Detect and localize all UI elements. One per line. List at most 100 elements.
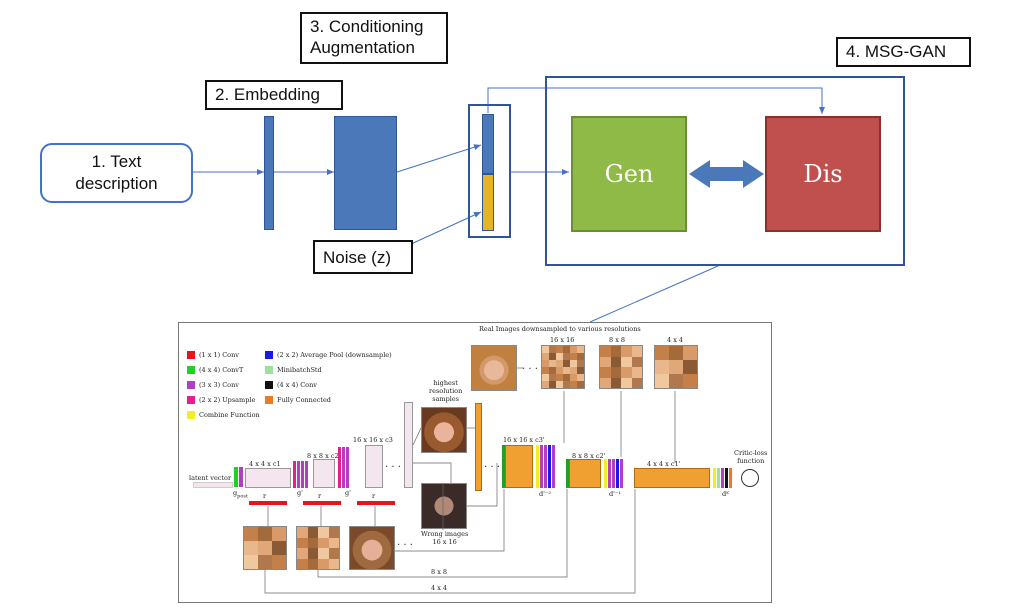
dis-4-b <box>717 468 720 488</box>
real-face-8 <box>599 345 643 389</box>
conditioning-text: 3. Conditioning Augmentation <box>310 17 424 57</box>
dis-8-c <box>612 459 615 488</box>
dis-block-4-label: 4 x 4 x c1' <box>647 460 681 468</box>
highest-res-label: highest resolution samples <box>429 379 463 403</box>
msg-gan-frame <box>545 76 905 266</box>
dis-8-e <box>620 459 623 488</box>
msg-gan-architecture-figure: Real Images downsampled to various resol… <box>178 322 772 603</box>
conditioning-frame <box>468 104 511 238</box>
r-conv-2 <box>303 501 341 505</box>
d-label-3: dᴷ <box>722 490 730 498</box>
ellipsis-gen: . . . <box>385 459 401 470</box>
noise-label: Noise (z) <box>313 240 413 274</box>
dis-combine-16 <box>502 445 505 488</box>
dis-combine-8 <box>566 459 569 488</box>
legend-swatch <box>265 351 273 359</box>
legend-label: (1 x 1) Conv <box>199 351 239 359</box>
legend-label: (4 x 4) ConvT <box>199 366 244 374</box>
text-description-box: 1. Text description <box>40 143 193 203</box>
res-label-4: 4 x 4 <box>667 336 684 344</box>
g-prime-2: g' <box>345 489 351 497</box>
legend-swatch <box>187 396 195 404</box>
conditioning-label: 3. Conditioning Augmentation <box>300 12 448 64</box>
gen-block-4 <box>245 468 291 488</box>
critic-label: Critic-loss function <box>734 449 768 465</box>
bottom-8x8: 8 x 8 <box>431 568 448 576</box>
legend-swatch <box>265 381 273 389</box>
gen-conv-1b <box>301 461 304 488</box>
legend-label: MinibatchStd <box>277 366 322 374</box>
embedding-label: 2. Embedding <box>205 80 343 110</box>
dis-text: Dis <box>803 160 843 188</box>
gen-final-block <box>404 402 413 488</box>
r-label-3: r <box>372 492 376 500</box>
dis-block-8-label: 8 x 8 x c2' <box>572 452 606 460</box>
real-face-16 <box>541 345 585 389</box>
legend-label: (2 x 2) Average Pool (downsample) <box>277 351 392 359</box>
wrong-image <box>421 483 467 529</box>
gen-conv-2a <box>342 447 345 488</box>
gen-conv-1c <box>305 461 308 488</box>
r-conv-1 <box>249 501 287 505</box>
dis-4-a <box>713 468 716 488</box>
gen-conv-2b <box>346 447 349 488</box>
real-face-hires <box>471 345 517 391</box>
generator-block: Gen <box>571 116 687 232</box>
g-prime-1: g' <box>297 489 303 497</box>
legend-label: Combine Function <box>199 411 260 419</box>
noise-text: Noise (z) <box>323 248 392 267</box>
gen-face-4 <box>243 526 287 570</box>
legend-swatch <box>265 396 273 404</box>
dis-4-e <box>729 468 732 488</box>
dis-4-d <box>725 468 728 488</box>
embedding-text: 2. Embedding <box>215 85 320 104</box>
r-label-2: r <box>318 492 322 500</box>
figure-header: Real Images downsampled to various resol… <box>479 325 641 333</box>
gen-conv-1a <box>297 461 300 488</box>
dis-block-16 <box>505 445 533 488</box>
generated-face-hires <box>421 407 467 453</box>
conditioning-block <box>334 116 397 230</box>
dis-block-16-label: 16 x 16 x c3' <box>503 436 545 444</box>
dis-8-d <box>616 459 619 488</box>
gen-block-8 <box>313 459 335 488</box>
gen-up-2 <box>338 447 341 488</box>
r-conv-3 <box>357 501 395 505</box>
dis-8-b <box>608 459 611 488</box>
latent-vector-label: latent vector <box>189 474 232 482</box>
gen-face-16 <box>349 526 395 570</box>
legend-label: (4 x 4) Conv <box>277 381 317 389</box>
legend-swatch <box>187 351 195 359</box>
legend-swatch <box>265 366 273 374</box>
legend-label: (3 x 3) Conv <box>199 381 239 389</box>
discriminator-block: Dis <box>765 116 881 232</box>
dis-16-b <box>540 445 543 488</box>
dis-16-e <box>552 445 555 488</box>
ca-vector-noise <box>482 174 494 231</box>
d-label-2: d'⁻¹ <box>609 490 621 498</box>
latent-vector-bar <box>193 482 233 488</box>
g-convt <box>234 467 238 487</box>
dis-block-4 <box>634 468 710 488</box>
ellipsis-dis: . . . <box>484 459 500 470</box>
dis-16-c <box>544 445 547 488</box>
gen-up-1 <box>293 461 296 488</box>
gen-face-8 <box>296 526 340 570</box>
dis-4-c <box>721 468 724 488</box>
g-post-label: gpost <box>233 489 248 499</box>
ca-vector-top <box>482 114 494 174</box>
dis-8-a <box>604 459 607 488</box>
g-sub: post <box>237 493 248 500</box>
bottom-4x4: 4 x 4 <box>431 584 448 592</box>
msg-gan-text: 4. MSG-GAN <box>846 42 947 61</box>
ellipsis-top: . . . <box>522 361 538 372</box>
msg-gan-label: 4. MSG-GAN <box>836 37 971 67</box>
res-label-8: 8 x 8 <box>609 336 626 344</box>
real-face-4 <box>654 345 698 389</box>
gen-text: Gen <box>604 160 654 188</box>
embedding-bar <box>264 116 274 230</box>
text-description-label: 1. Text description <box>75 152 158 193</box>
dis-fc-hires <box>475 403 482 491</box>
legend-label: Fully Connected <box>277 396 331 404</box>
